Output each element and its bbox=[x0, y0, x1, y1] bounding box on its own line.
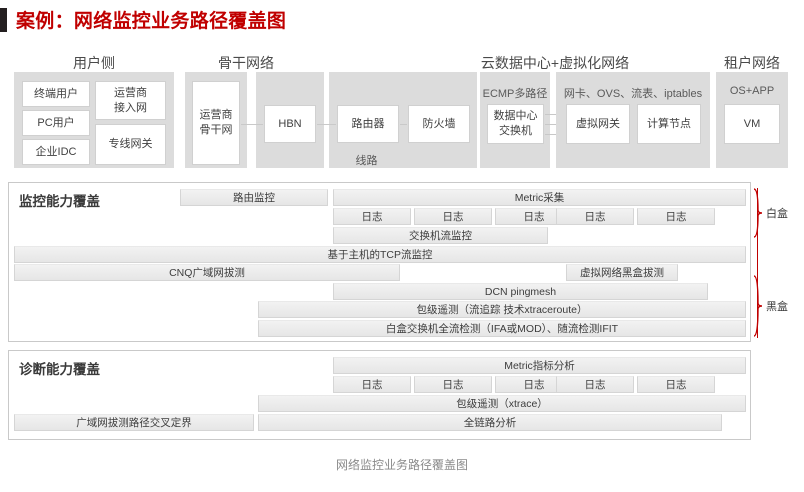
diagnostics-bar[interactable]: 全链路分析 bbox=[258, 414, 722, 431]
diagnostics-bar-label: 日志 bbox=[584, 379, 606, 391]
figure-caption: 网络监控业务路径覆盖图 bbox=[335, 458, 468, 472]
monitoring-bar[interactable]: Metric采集 bbox=[333, 189, 746, 206]
monitoring-bar-label: 日志 bbox=[523, 211, 545, 223]
zone-heading-cloud: 云数据中心+虚拟化网络 bbox=[480, 55, 630, 71]
page-title: 案例：网络监控业务路径覆盖图 bbox=[0, 6, 286, 33]
zone-heading-tenant: 租户网络 bbox=[724, 55, 780, 71]
diagnostics-bar[interactable]: 日志 bbox=[414, 376, 492, 393]
monitoring-bar-label: 虚拟网络黑盒拔测 bbox=[580, 267, 664, 279]
monitoring-bar-label: 日志 bbox=[584, 211, 606, 223]
caption-os-app: OS+APP bbox=[729, 85, 775, 97]
monitoring-bar[interactable]: 日志 bbox=[495, 208, 573, 225]
node-carrier-access-network: 运营商 接入网 bbox=[95, 81, 166, 120]
diagnostics-bar-label: 日志 bbox=[523, 379, 545, 391]
diagnostics-bar-label: Metric指标分析 bbox=[504, 360, 575, 372]
node-compute-node: 计算节点 bbox=[637, 104, 701, 144]
zone-heading-backbone: 骨干网络 bbox=[218, 55, 274, 71]
connector-backbone-hbn bbox=[241, 124, 263, 125]
diagnostics-bar[interactable]: 包级遥测（xtrace） bbox=[258, 395, 746, 412]
section-diagnostics-title: 诊断能力覆盖 bbox=[19, 362, 100, 377]
monitoring-bar[interactable]: 交换机流监控 bbox=[333, 227, 548, 244]
monitoring-bar-label: 包级遥测（流追踪 技术xtraceroute） bbox=[416, 304, 588, 316]
node-virtual-gateway: 虚拟网关 bbox=[566, 104, 630, 144]
monitoring-bar[interactable]: 路由监控 bbox=[180, 189, 328, 206]
node-dc-switch-line1: 数据中心 bbox=[493, 110, 538, 123]
connector-hbn-router bbox=[317, 124, 336, 125]
node-carrier-access-network-line1: 运营商 bbox=[114, 86, 147, 99]
monitoring-bar-label: CNQ广域网拔测 bbox=[169, 267, 245, 279]
node-pc-user: PC用户 bbox=[22, 110, 90, 136]
node-dc-switch-line2: 交换机 bbox=[499, 125, 532, 137]
node-enterprise-idc: 企业IDC bbox=[22, 139, 90, 165]
diagnostics-bar[interactable]: 日志 bbox=[556, 376, 634, 393]
monitoring-bar[interactable]: 虚拟网络黑盒拔测 bbox=[566, 264, 678, 281]
monitoring-bar-label: DCN pingmesh bbox=[484, 285, 557, 298]
diagnostics-bar[interactable]: 日志 bbox=[333, 376, 411, 393]
label-line: 线路 bbox=[355, 155, 378, 167]
monitoring-bar[interactable]: 包级遥测（流追踪 技术xtraceroute） bbox=[258, 301, 746, 318]
monitoring-bar[interactable]: DCN pingmesh bbox=[333, 283, 708, 300]
node-router: 路由器 bbox=[337, 105, 399, 143]
monitoring-bar[interactable]: 日志 bbox=[556, 208, 634, 225]
node-firewall: 防火墙 bbox=[408, 105, 470, 143]
monitoring-bar-label: 日志 bbox=[442, 211, 464, 223]
node-carrier-backbone: 运营商 骨干网 bbox=[192, 81, 240, 165]
section-monitoring-title: 监控能力覆盖 bbox=[19, 194, 100, 209]
node-carrier-backbone-line1: 运营商 bbox=[199, 109, 233, 122]
diagnostics-bar-label: 日志 bbox=[665, 379, 687, 391]
monitoring-bar-label: 白盒交换机全流检测（IFA或MOD）、随流检测IFIT bbox=[385, 323, 619, 335]
brace-label-黑盒: 黑盒 bbox=[766, 301, 788, 313]
diagnostics-bar-label: 日志 bbox=[361, 379, 383, 391]
page-title-text: 案例：网络监控业务路径覆盖图 bbox=[16, 10, 287, 32]
diagnostics-bar[interactable]: Metric指标分析 bbox=[333, 357, 746, 374]
node-vm: VM bbox=[724, 104, 780, 144]
node-carrier-backbone-line2: 骨干网 bbox=[199, 124, 233, 136]
brace-spine bbox=[757, 188, 759, 338]
node-dedicated-line-gateway: 专线网关 bbox=[95, 124, 166, 165]
caption-ecmp-multipath: ECMP多路径 bbox=[482, 88, 548, 100]
brace-label-白盒: 白盒 bbox=[766, 208, 788, 220]
diagnostics-bar[interactable]: 广域网拔测路径交叉定界 bbox=[14, 414, 254, 431]
monitoring-bar-label: 交换机流监控 bbox=[409, 230, 472, 242]
monitoring-bar[interactable]: 日志 bbox=[637, 208, 715, 225]
diagnostics-bar[interactable]: 日志 bbox=[495, 376, 573, 393]
monitoring-bar[interactable]: 白盒交换机全流检测（IFA或MOD）、随流检测IFIT bbox=[258, 320, 746, 337]
monitoring-bar-label: 基于主机的TCP流监控 bbox=[327, 249, 433, 261]
diagnostics-bar[interactable]: 日志 bbox=[637, 376, 715, 393]
node-carrier-access-network-line2: 接入网 bbox=[114, 101, 147, 114]
monitoring-bar[interactable]: 日志 bbox=[414, 208, 492, 225]
diagnostics-bar-label: 广域网拔测路径交叉定界 bbox=[76, 417, 192, 429]
monitoring-bar[interactable]: 日志 bbox=[333, 208, 411, 225]
diagnostics-bar-label: 日志 bbox=[442, 379, 464, 391]
monitoring-bar[interactable]: 基于主机的TCP流监控 bbox=[14, 246, 746, 263]
node-terminal-user: 终端用户 bbox=[22, 81, 90, 107]
monitoring-bar-label: 日志 bbox=[665, 211, 687, 223]
node-hbn: HBN bbox=[264, 105, 316, 143]
connector-router-firewall bbox=[400, 124, 407, 125]
monitoring-bar-label: Metric采集 bbox=[514, 192, 565, 204]
diagnostics-bar-label: 全链路分析 bbox=[463, 417, 517, 429]
monitoring-bar-label: 路由监控 bbox=[233, 192, 275, 204]
zone-heading-user: 用户侧 bbox=[73, 55, 115, 71]
diagnostics-bar-label: 包级遥测（xtrace） bbox=[456, 398, 548, 410]
node-dc-switch: 数据中心 交换机 bbox=[487, 104, 544, 144]
monitoring-bar-label: 日志 bbox=[361, 211, 383, 223]
monitoring-bar[interactable]: CNQ广域网拔测 bbox=[14, 264, 400, 281]
caption-nic-ovs-flowtable-iptables: 网卡、OVS、流表、iptables bbox=[563, 88, 703, 100]
title-accent-bar bbox=[0, 7, 7, 32]
